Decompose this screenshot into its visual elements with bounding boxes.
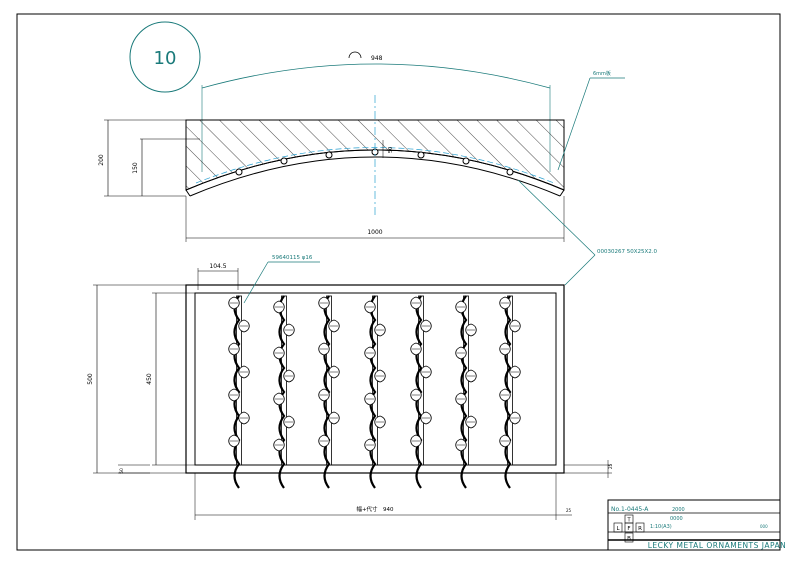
arc-length-label: 948 bbox=[371, 55, 383, 62]
view-code-f: F bbox=[627, 526, 630, 532]
front-height-total-label: 500 bbox=[87, 373, 94, 385]
plate-note: 6mm板 bbox=[593, 70, 611, 77]
bar-spacing-label: 104.5 bbox=[209, 263, 226, 270]
scale-value: 1:10(A3) bbox=[650, 524, 672, 530]
front-width-label: 幅+代寸 940 bbox=[356, 505, 394, 513]
sheet-number: 10 bbox=[154, 48, 177, 69]
front-bottom-dim-label: 50 bbox=[119, 468, 125, 474]
vine-bar bbox=[318, 295, 340, 489]
vine-bar bbox=[273, 295, 295, 489]
top-width-label: 1000 bbox=[367, 229, 382, 236]
view-code-l: L bbox=[616, 526, 620, 532]
vine-bar bbox=[228, 295, 250, 489]
view-code-r: R bbox=[638, 526, 642, 532]
vine-bars bbox=[228, 295, 521, 489]
bar-spec-note: 59640115 φ16 bbox=[272, 255, 313, 261]
front-side-dim-label: 25 bbox=[566, 508, 572, 513]
vine-bar bbox=[410, 295, 432, 489]
vine-bar bbox=[499, 295, 521, 489]
view-code-b: B bbox=[627, 536, 631, 542]
top-height-inner-label: 150 bbox=[132, 162, 139, 174]
arc-symbol-icon bbox=[348, 51, 362, 59]
front-height-inner-label: 450 bbox=[146, 373, 153, 385]
vine-bar bbox=[364, 295, 386, 489]
drawing-number: No.1-0445-A bbox=[611, 506, 649, 513]
top-height-total-label: 200 bbox=[98, 154, 105, 166]
top-view: 948 50 200 150 bbox=[98, 51, 658, 286]
sheet-number-bubble: 10 bbox=[129, 21, 201, 93]
front-view: 104.5 59640115 φ16 500 450 50 幅+代寸 940 2… bbox=[87, 255, 613, 520]
spec-number: 0000 bbox=[670, 516, 683, 522]
arc-dimension-line bbox=[201, 63, 551, 89]
check-value: 000 bbox=[760, 524, 768, 529]
view-code-t: T bbox=[626, 518, 631, 524]
sheet-border bbox=[16, 13, 781, 551]
offset-label: 50 bbox=[388, 147, 394, 153]
title-block: No.1-0445-A 2000 0000 1:10(A3) 000 T L F… bbox=[607, 499, 787, 551]
front-small-dim-label: 25 bbox=[608, 463, 613, 469]
vine-bar bbox=[455, 295, 477, 489]
frame-spec-note: 00030267 50X25X2.0 bbox=[597, 249, 658, 255]
company-name: LECKY METAL ORNAMENTS JAPAN bbox=[648, 541, 787, 550]
drawing-date: 2000 bbox=[672, 507, 685, 513]
